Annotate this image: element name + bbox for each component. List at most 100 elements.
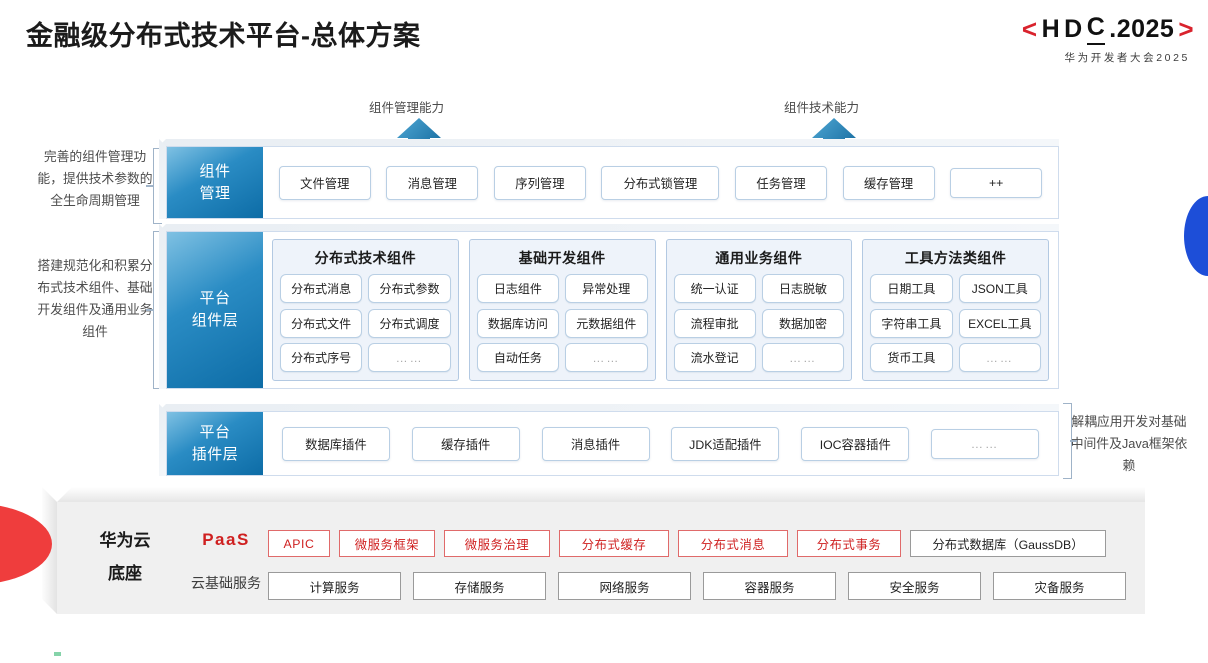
bracket-left-bottom-tick (146, 309, 153, 311)
layer2-bevel-top (159, 224, 1059, 231)
layer-platform-components: 平台 组件层 分布式技术组件 分布式消息 分布式参数 分布式文件 分布式调度 分… (166, 231, 1059, 389)
layer-label-line2: 组件层 (191, 312, 239, 329)
arrow-label-component-management: 组件管理能力 (369, 101, 445, 115)
cell-more[interactable]: …… (958, 343, 1041, 373)
green-dot-decor-icon (54, 652, 61, 656)
page-title: 金融级分布式技术平台-总体方案 (26, 21, 421, 51)
cell-process-approval[interactable]: 流程审批 (673, 308, 756, 338)
bracket-left-bottom (153, 231, 162, 389)
paas-panel-title: 华为云 底座 (70, 524, 180, 590)
cell-distributed-file[interactable]: 分布式文件 (280, 308, 363, 338)
angle-bracket-left-icon: < (1021, 13, 1038, 44)
layer-label-line2: 管理 (199, 184, 231, 202)
chip-plus-plus[interactable]: ++ (950, 167, 1043, 198)
group-common-business-components: 通用业务组件 统一认证 日志脱敏 流程审批 数据加密 流水登记 …… (665, 239, 853, 381)
cell-log-component[interactable]: 日志组件 (476, 274, 560, 303)
group-basic-dev-components: 基础开发组件 日志组件 异常处理 数据库访问 元数据组件 自动任务 …… (468, 239, 656, 381)
paas-chip-apic[interactable]: APIC (268, 530, 330, 557)
chip-file-management[interactable]: 文件管理 (278, 165, 371, 200)
component-groups: 分布式技术组件 分布式消息 分布式参数 分布式文件 分布式调度 分布式序号 ……… (263, 232, 1058, 388)
cell-distributed-message[interactable]: 分布式消息 (280, 274, 363, 303)
chip-cache-plugin[interactable]: 缓存插件 (411, 426, 520, 461)
layer-label-line1: 平台 (199, 290, 231, 307)
chip-sequence-management[interactable]: 序列管理 (493, 165, 586, 200)
chip-more[interactable]: …… (931, 428, 1040, 459)
hdc-logo-c: C (1086, 13, 1106, 45)
layer3-bevel-top (159, 404, 1059, 411)
hdc-logo-d: D (1064, 14, 1083, 43)
base-chip-container-service[interactable]: 容器服务 (703, 572, 836, 600)
group-grid: 统一认证 日志脱敏 流程审批 数据加密 流水登记 …… (673, 274, 845, 373)
group-tool-method-components: 工具方法类组件 日期工具 JSON工具 字符串工具 EXCEL工具 货币工具 …… (862, 239, 1049, 381)
cell-excel-tool[interactable]: EXCEL工具 (958, 308, 1041, 338)
cell-auto-task[interactable]: 自动任务 (476, 343, 560, 373)
cell-distributed-parameter[interactable]: 分布式参数 (368, 274, 451, 303)
paas-chip-microservice-framework[interactable]: 微服务框架 (339, 530, 435, 557)
cell-more[interactable]: …… (565, 343, 648, 373)
side-note-left-bottom: 搭建规范化和积累分布式技术组件、基础开发组件及通用业务组件 (37, 258, 153, 339)
base-chip-security-service[interactable]: 安全服务 (848, 572, 981, 600)
chip-task-management[interactable]: 任务管理 (735, 165, 828, 200)
bracket-left-top (153, 148, 162, 224)
chip-cache-management[interactable]: 缓存管理 (842, 165, 935, 200)
chip-ioc-container-plugin[interactable]: IOC容器插件 (801, 426, 910, 461)
paas-chip-distributed-cache[interactable]: 分布式缓存 (559, 530, 669, 557)
chip-database-plugin[interactable]: 数据库插件 (281, 426, 390, 461)
layer3-bevel-left (159, 404, 166, 476)
group-grid: 日志组件 异常处理 数据库访问 元数据组件 自动任务 …… (476, 274, 648, 373)
cell-unified-authentication[interactable]: 统一认证 (673, 274, 756, 303)
cell-transaction-registration[interactable]: 流水登记 (673, 343, 756, 373)
cell-date-tool[interactable]: 日期工具 (870, 274, 953, 303)
chip-message-management[interactable]: 消息管理 (386, 165, 479, 200)
cell-exception-handling[interactable]: 异常处理 (565, 274, 648, 303)
paas-chip-distributed-message[interactable]: 分布式消息 (678, 530, 788, 557)
paas-chip-microservice-governance[interactable]: 微服务治理 (444, 530, 550, 557)
layer-label-platform-components: 平台 组件层 (167, 232, 263, 388)
base-chip-network-service[interactable]: 网络服务 (558, 572, 691, 600)
cell-metadata-component[interactable]: 元数据组件 (565, 308, 648, 338)
hdc-logo-subtitle: 华为开发者大会2025 (1064, 52, 1190, 64)
group-title: 分布式技术组件 (314, 250, 417, 266)
angle-bracket-right-icon: > (1178, 13, 1194, 44)
cell-string-tool[interactable]: 字符串工具 (870, 308, 953, 338)
group-title: 通用业务组件 (715, 250, 803, 266)
layer-label-line2: 插件层 (191, 445, 239, 463)
paas-chip-distributed-transaction[interactable]: 分布式事务 (797, 530, 901, 557)
base-chip-compute-service[interactable]: 计算服务 (268, 572, 401, 600)
cell-json-tool[interactable]: JSON工具 (958, 274, 1041, 303)
bracket-right-tick (1070, 440, 1077, 442)
group-title: 工具方法类组件 (904, 250, 1007, 266)
layer-label-line1: 组件 (199, 162, 231, 180)
group-grid: 分布式消息 分布式参数 分布式文件 分布式调度 分布式序号 …… (280, 274, 451, 373)
base-chip-storage-service[interactable]: 存储服务 (413, 572, 546, 600)
layer-label-platform-plugins: 平台 插件层 (167, 412, 263, 475)
cell-more[interactable]: …… (368, 343, 451, 373)
layer-body-component-management: 文件管理 消息管理 序列管理 分布式锁管理 任务管理 缓存管理 ++ (263, 147, 1058, 218)
side-note-right: 解耦应用开发对基础中间件及Java框架依赖 (1070, 414, 1188, 473)
paas-title-line2: 底座 (108, 564, 142, 583)
cell-log-desensitization[interactable]: 日志脱敏 (761, 274, 845, 303)
cell-database-access[interactable]: 数据库访问 (476, 308, 560, 338)
group-distributed-tech-components: 分布式技术组件 分布式消息 分布式参数 分布式文件 分布式调度 分布式序号 …… (272, 239, 459, 381)
blue-half-circle-decor-icon (1184, 196, 1208, 276)
cell-currency-tool[interactable]: 货币工具 (870, 343, 953, 373)
chip-message-plugin[interactable]: 消息插件 (541, 426, 650, 461)
hdc-logo-year: .2025 (1109, 14, 1175, 43)
layer-body-platform-plugins: 数据库插件 缓存插件 消息插件 JDK适配插件 IOC容器插件 …… (263, 412, 1058, 475)
chip-distributed-lock-management[interactable]: 分布式锁管理 (601, 165, 720, 200)
paas-services-row: APIC 微服务框架 微服务治理 分布式缓存 分布式消息 分布式事务 分布式数据… (268, 530, 1106, 557)
paas-title-line1: 华为云 (99, 531, 151, 550)
cell-distributed-scheduling[interactable]: 分布式调度 (368, 308, 451, 338)
paas-chip-distributed-database-gaussdb[interactable]: 分布式数据库（GaussDB） (910, 530, 1106, 557)
cloud-base-row-label: 云基础服务 (191, 575, 261, 591)
cell-distributed-sequence[interactable]: 分布式序号 (280, 343, 363, 373)
layer1-bevel-left (159, 139, 166, 219)
cell-more[interactable]: …… (761, 343, 845, 373)
chip-jdk-adapter-plugin[interactable]: JDK适配插件 (671, 426, 780, 461)
base-chip-disaster-recovery-service[interactable]: 灾备服务 (993, 572, 1126, 600)
hdc-logo-h: H (1041, 14, 1061, 43)
cell-data-encryption[interactable]: 数据加密 (761, 308, 845, 338)
cloud-base-services-row: 计算服务 存储服务 网络服务 容器服务 安全服务 灾备服务 (268, 572, 1126, 600)
layer1-bevel-top (159, 139, 1059, 146)
layer2-bevel-left (159, 224, 166, 389)
